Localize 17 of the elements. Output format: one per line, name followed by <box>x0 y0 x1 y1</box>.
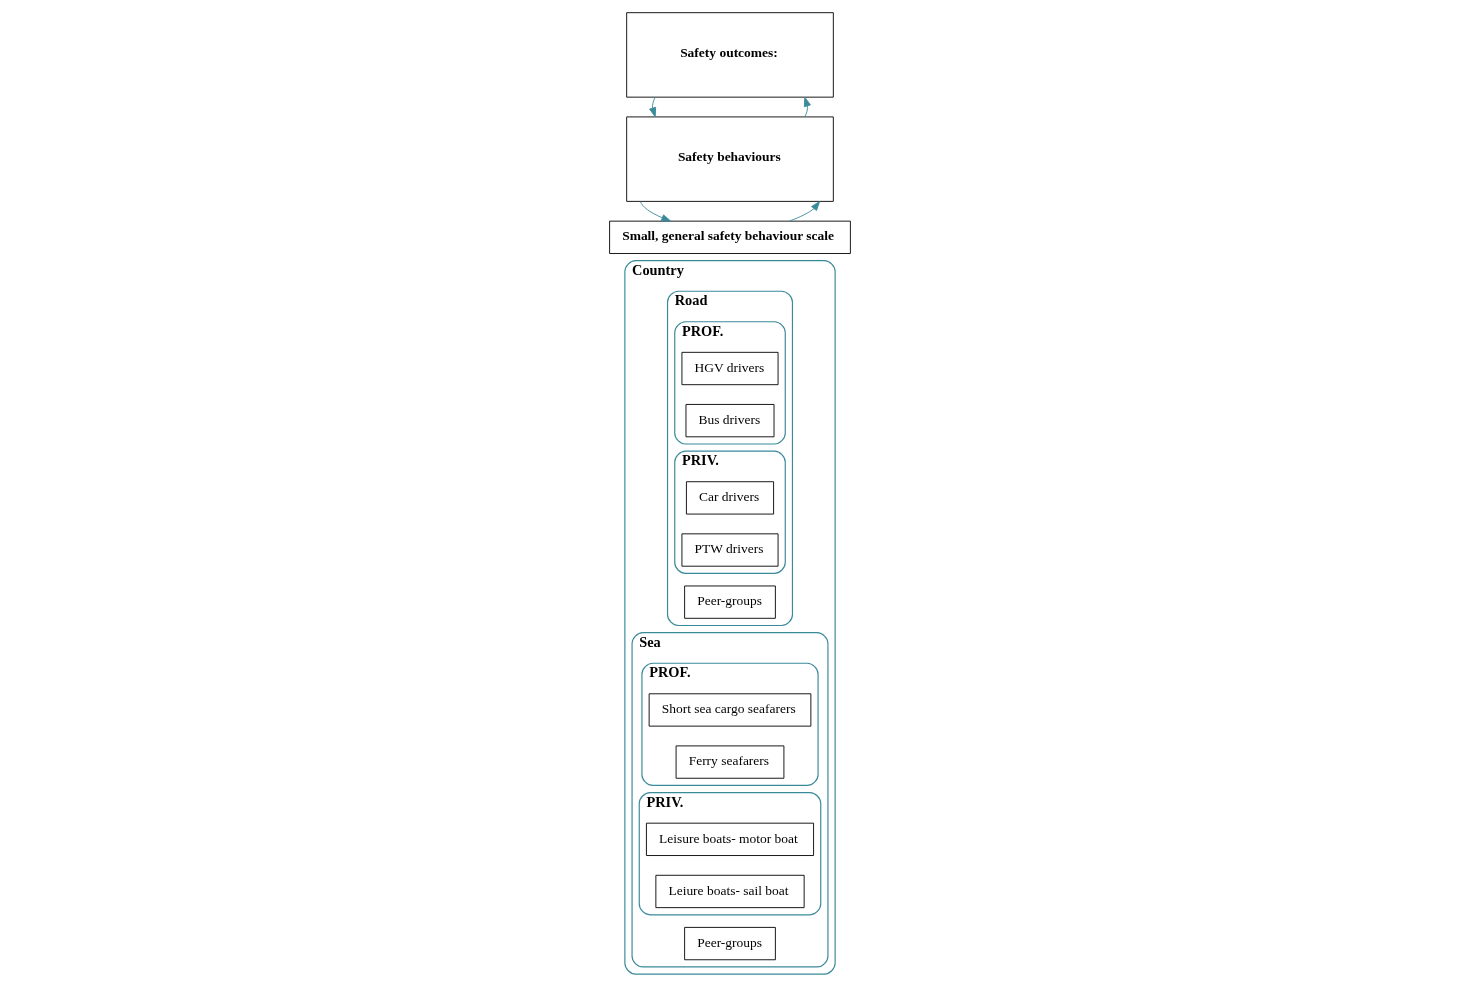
arrow <box>803 96 811 118</box>
node-box: Peer-groups <box>684 585 776 619</box>
node-box: HGV drivers <box>681 351 779 386</box>
node-box: Car drivers <box>685 481 775 515</box>
node-box: PTW drivers <box>681 533 779 567</box>
node-box: Bus drivers <box>685 404 775 438</box>
node-box: Small, general safety behaviour scale <box>609 220 851 254</box>
node-box: Safety outcomes: <box>626 12 834 98</box>
arrow <box>639 201 672 222</box>
node-box: Ferry seafarers <box>675 745 785 779</box>
node-box: Peer-groups <box>684 926 776 961</box>
node-box: Short sea cargo seafarers <box>648 693 812 727</box>
node-box: Leisure boats- motor boat <box>645 822 815 856</box>
node-box: Leiure boats- sail boat <box>655 874 805 909</box>
arrow <box>788 201 821 222</box>
arrow <box>649 96 657 118</box>
node-box: Safety behaviours <box>626 116 834 202</box>
